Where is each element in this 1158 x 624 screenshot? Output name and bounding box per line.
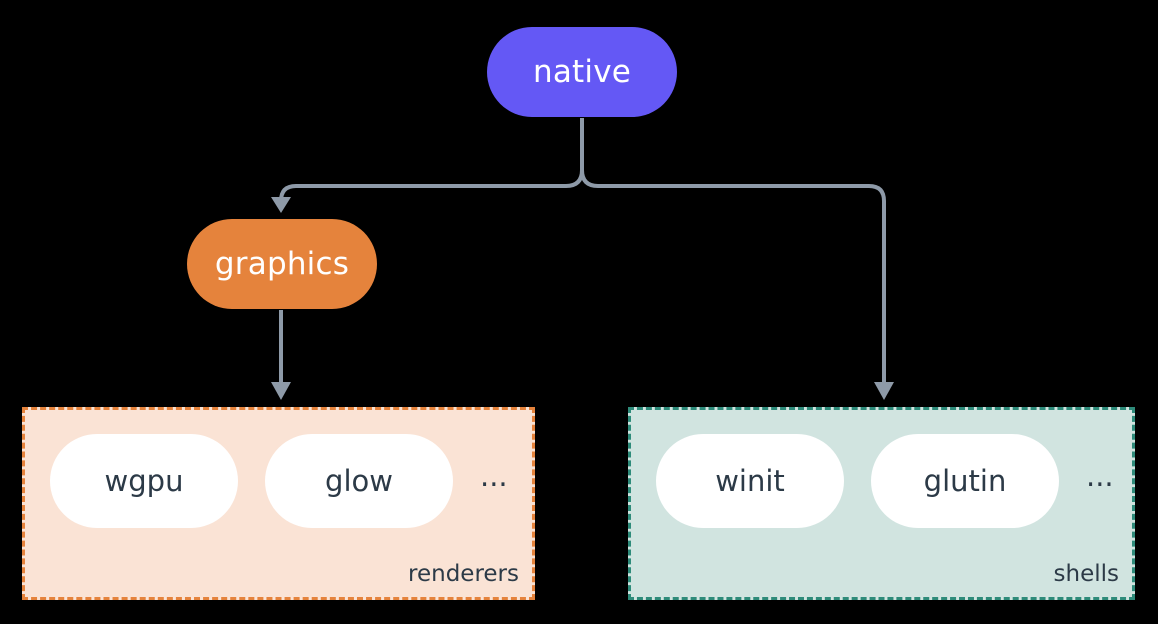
arrowhead-shells [874, 382, 894, 400]
renderers-overflow-ellipsis: ... [480, 458, 508, 493]
shells-item-row: winit glutin ... [656, 434, 1114, 528]
node-glutin-label: glutin [923, 464, 1007, 498]
arrowhead-renderers [271, 382, 291, 400]
node-graphics-label: graphics [214, 246, 350, 282]
renderers-item-row: wgpu glow ... [50, 434, 508, 528]
node-graphics[interactable]: graphics [187, 219, 377, 309]
edge-native-to-shells [580, 169, 886, 382]
node-glutin[interactable]: glutin [871, 434, 1059, 528]
edge-native-to-graphics [279, 169, 584, 203]
shells-overflow-ellipsis: ... [1086, 458, 1114, 493]
node-wgpu-label: wgpu [104, 464, 184, 498]
group-renderers: wgpu glow ... renderers [22, 407, 535, 600]
group-renderers-label: renderers [408, 561, 519, 587]
group-shells: winit glutin ... shells [628, 407, 1135, 600]
node-winit[interactable]: winit [656, 434, 844, 528]
node-wgpu[interactable]: wgpu [50, 434, 238, 528]
group-shells-label: shells [1053, 561, 1119, 587]
node-glow[interactable]: glow [265, 434, 453, 528]
node-winit-label: winit [715, 464, 785, 498]
node-native-label: native [532, 54, 632, 90]
node-glow-label: glow [325, 464, 393, 498]
node-native[interactable]: native [487, 27, 677, 117]
arrowhead-graphics [271, 197, 291, 213]
